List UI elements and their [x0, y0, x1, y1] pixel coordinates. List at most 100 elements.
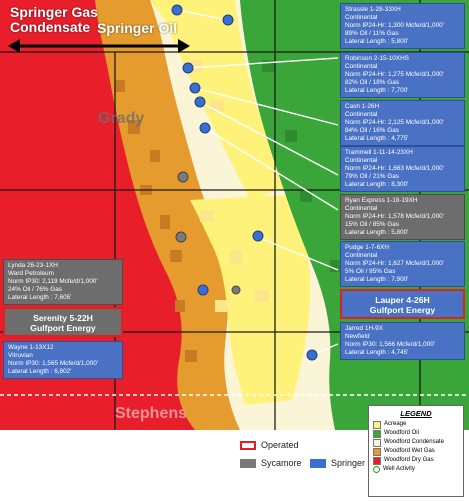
well-operator: Continental: [345, 63, 378, 71]
well-card-cash: Cash 1-26H Continental Norm IP24-Hr: 2,1…: [340, 100, 465, 146]
sycamore-swatch: [240, 458, 256, 468]
well-name: Lauper 4-26H: [375, 295, 430, 305]
springer-wells: [171, 4, 318, 361]
well-card-lauper: Lauper 4-26H Gulfport Energy: [340, 289, 465, 319]
callout-lines: [176, 9, 339, 356]
well-trammell: [194, 96, 206, 108]
legend-swatch: [373, 429, 381, 438]
well-rate: Norm IP24-Hr: 2,125 Mcfe/d/1,000': [345, 119, 444, 127]
well-rate: Norm IP30: 1,565 Mcfe/d/1,000': [8, 360, 99, 368]
well-mix: 89% Oil / 11% Gas: [345, 30, 399, 38]
key-operated-label: Operated: [261, 440, 299, 450]
well-operator: Newfield: [345, 333, 370, 341]
well-name: Serenity 5-22H: [33, 313, 93, 323]
well-name: Trammell 1-11-14-23XH: [345, 149, 413, 156]
well-operator: Ward Petroleum: [8, 270, 54, 278]
well-mix: 79% Oil / 21% Gas: [345, 173, 399, 181]
well-name: Wayne 1-13X12: [8, 344, 54, 351]
well-operator: Gulfport Energy: [369, 305, 436, 315]
legend-swatch: [373, 456, 381, 465]
well-card-ryan-express: Ryan Express 1-18-19XH Continental Norm …: [340, 194, 465, 240]
well-card-wayne: Wayne 1-13X12 Vitruvian Norm IP30: 1,565…: [3, 341, 123, 379]
well-name: Robinson 2-15-10XHS: [345, 55, 409, 62]
well-operator: Gulfport Energy: [30, 323, 96, 333]
well-lateral: Lateral Length : 7,605': [8, 294, 72, 302]
well-mix: 82% Oil / 18% Gas: [345, 79, 399, 87]
key-operated: Operated: [240, 440, 299, 450]
legend-label: Woodford Oil: [384, 430, 419, 436]
well-lauper: [252, 230, 264, 242]
well-lateral: Lateral Length : 7,900': [345, 276, 409, 284]
well-name: Ryan Express 1-18-19XH: [345, 197, 418, 204]
legend-swatch: [373, 447, 381, 456]
well-operator: Vitruvian: [8, 352, 33, 360]
well-card-jarred: Jarred 1H-9X Newfield Norm IP30: 1,566 M…: [340, 322, 465, 360]
well-lateral: Lateral Length : 5,800': [345, 229, 409, 237]
county-stephens: Stephens: [115, 405, 188, 422]
legend-label: Well Activity: [383, 466, 415, 472]
well-strassle-2: [222, 14, 234, 26]
well-rate: Norm IP24-Hr: 1,578 Mcfe/d/1,000': [345, 213, 444, 221]
legend-item-acreage: Acreage: [373, 420, 459, 429]
well-name: Cash 1-26H: [345, 103, 380, 110]
well-lateral: Lateral Length : 4,775': [345, 135, 409, 143]
wet-gas-texture: [115, 80, 197, 362]
legend-label: Woodford Dry Gas: [384, 457, 434, 463]
well-jarred: [306, 349, 318, 361]
well-cash: [189, 82, 201, 94]
acreage-south: [190, 195, 311, 405]
well-strassle: [171, 4, 183, 16]
key-sycamore-label: Sycamore: [261, 458, 302, 468]
well-sycamore-1: [177, 171, 189, 183]
well-lateral: Lateral Length : 4,745': [345, 349, 409, 357]
well-rate: Norm IP24-Hr: 1,275 Mcfe/d/1,000': [345, 71, 444, 79]
key-springer-label: Springer: [331, 458, 366, 468]
well-operator: Continental: [345, 111, 378, 119]
operated-swatch: [240, 440, 256, 450]
legend-title: LEGEND: [400, 409, 432, 418]
legend-swatch: [373, 438, 381, 447]
springer-swatch: [310, 458, 326, 468]
well-rate: Norm IP30: 2,119 Mcfe/d/1,000': [8, 278, 98, 286]
well-sycamore-2: [175, 231, 187, 243]
well-lateral: Lateral Length : 8,300': [345, 181, 409, 189]
well-lateral: Lateral Length : 6,802': [8, 368, 72, 376]
well-wayne: [197, 284, 209, 296]
well-operator: Continental: [345, 205, 378, 213]
well-operator: Continental: [345, 252, 378, 260]
well-robinson: [182, 62, 194, 74]
key-sycamore: Sycamore: [240, 458, 302, 468]
well-lateral: Lateral Length : 7,700': [345, 87, 409, 95]
direction-arrow: [8, 39, 190, 53]
well-name: Jarred 1H-9X: [345, 325, 384, 332]
header-gas-condensate: Springer Gas Condensate: [10, 4, 98, 35]
well-rate: Norm IP24-Hr: 1,300 Mcfe/d/1,000': [345, 22, 444, 30]
well-mix: 15% Oil / 85% Gas: [345, 221, 399, 229]
sycamore-wells: [175, 171, 241, 295]
legend-item-woodford-dry-gas: Woodford Dry Gas: [373, 456, 459, 465]
well-name: Lynda 26-23-1XH: [8, 262, 58, 269]
well-operator: Continental: [345, 157, 378, 165]
well-name: Pudge 1-7-6XH: [345, 244, 390, 251]
well-card-lynda: Lynda 26-23-1XH Ward Petroleum Norm IP30…: [3, 259, 123, 305]
key-springer: Springer: [310, 458, 365, 468]
well-ryan: [199, 122, 211, 134]
well-mix: 24% Oil / 76% Gas: [8, 286, 62, 294]
well-operator: Continental: [345, 14, 378, 22]
legend-item-woodford-condensate: Woodford Condensate: [373, 438, 459, 447]
well-card-pudge: Pudge 1-7-6XH Continental Norm IP24-Hr: …: [340, 241, 465, 287]
legend-label: Woodford Wet Gas: [384, 448, 435, 454]
legend-label: Acreage: [384, 421, 407, 427]
county-grady: Grady: [98, 110, 145, 127]
legend-item-woodford-oil: Woodford Oil: [373, 429, 459, 438]
well-lateral: Lateral Length : 5,800': [345, 38, 409, 46]
well-card-strassle: Strassle 1-28-33XH Continental Norm IP24…: [340, 3, 465, 49]
well-rate: Norm IP24-Hr: 1,627 Mcfe/d/1,000': [345, 260, 444, 268]
legend-item-woodford-wet-gas: Woodford Wet Gas: [373, 447, 459, 456]
legend-label: Woodford Condensate: [384, 439, 444, 445]
legend-swatch: [373, 420, 381, 429]
well-sycamore-3: [231, 285, 241, 295]
well-rate: Norm IP30: 1,566 Mcfe/d/1,000': [345, 341, 436, 349]
legend: LEGEND Acreage Woodford Oil Woodford Con…: [368, 405, 464, 497]
